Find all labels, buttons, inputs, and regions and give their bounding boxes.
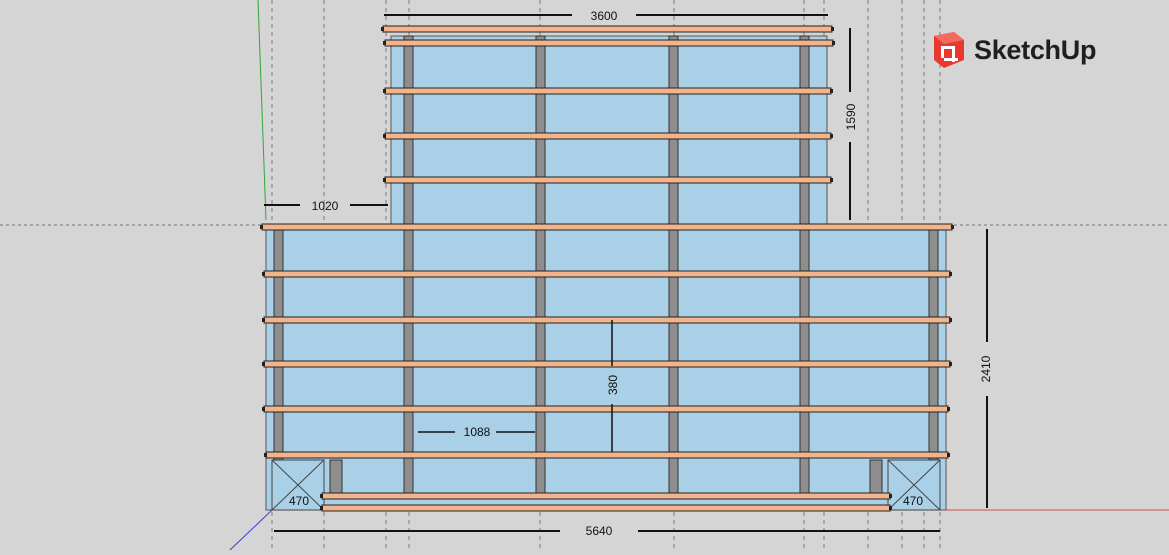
post	[535, 35, 546, 499]
rail	[321, 504, 891, 512]
app-name: SketchUp	[974, 34, 1097, 65]
rail-end	[831, 27, 834, 31]
rail	[261, 223, 953, 231]
rail-end	[830, 89, 833, 93]
rail-end	[949, 272, 952, 276]
dim-corner-left: 470	[289, 494, 309, 508]
rail-end	[949, 362, 952, 366]
rail-end	[383, 134, 386, 138]
rail-end	[889, 506, 892, 510]
dimension-lines	[264, 14, 988, 532]
upper-glass-panel	[390, 35, 828, 227]
dim-upper-height: 1590	[844, 103, 858, 130]
rail	[263, 270, 951, 278]
rail-end	[383, 89, 386, 93]
rail-end	[320, 494, 323, 498]
rail-end	[262, 362, 265, 366]
dim-corner-right: 470	[903, 494, 923, 508]
lower-glass-panel	[265, 225, 947, 511]
rail	[263, 316, 951, 324]
dim-total-width: 5640	[586, 524, 613, 538]
dimension-labels: 3600 1590 1020 2410 380 1088 470 470 564…	[289, 6, 993, 538]
rail-end	[264, 453, 267, 457]
rail-end	[830, 178, 833, 182]
dim-full-height: 2410	[979, 355, 993, 382]
rail-end	[262, 407, 265, 411]
rail-end	[381, 27, 384, 31]
post	[403, 35, 414, 499]
post	[668, 35, 679, 499]
post	[869, 459, 883, 499]
sketchup-logo: SketchUp	[930, 28, 1096, 72]
dim-vertical-spacing: 380	[606, 375, 620, 395]
rail	[384, 39, 834, 47]
dim-top-width: 3600	[591, 9, 618, 23]
corner-braces	[271, 459, 941, 511]
rail-end	[320, 506, 323, 510]
post	[928, 229, 939, 461]
rail	[382, 25, 833, 33]
rail-end	[951, 225, 954, 229]
right-corner-box	[887, 459, 941, 511]
rail	[263, 360, 951, 368]
rail	[384, 87, 832, 95]
rail	[384, 176, 832, 184]
rail	[263, 405, 949, 413]
rail	[265, 451, 949, 459]
rail-end	[947, 453, 950, 457]
rail-end	[262, 318, 265, 322]
rail-end	[260, 225, 263, 229]
rail-end	[889, 494, 892, 498]
rail-end	[262, 272, 265, 276]
post	[799, 35, 810, 499]
rail-end	[949, 318, 952, 322]
dim-left-offset: 1020	[312, 199, 339, 213]
post	[273, 229, 284, 461]
sketchup-logo-icon	[934, 32, 964, 68]
dim-bay-width: 1088	[464, 425, 491, 439]
green-axis	[257, 0, 267, 221]
rail-end	[830, 134, 833, 138]
rails	[260, 25, 954, 512]
rail-end	[383, 41, 386, 45]
left-corner-box	[271, 459, 325, 511]
rail	[384, 132, 832, 140]
rail	[321, 492, 891, 500]
rail-end	[947, 407, 950, 411]
rail-end	[832, 41, 835, 45]
blue-axis	[229, 509, 273, 551]
post	[329, 459, 343, 499]
rail-end	[383, 178, 386, 182]
